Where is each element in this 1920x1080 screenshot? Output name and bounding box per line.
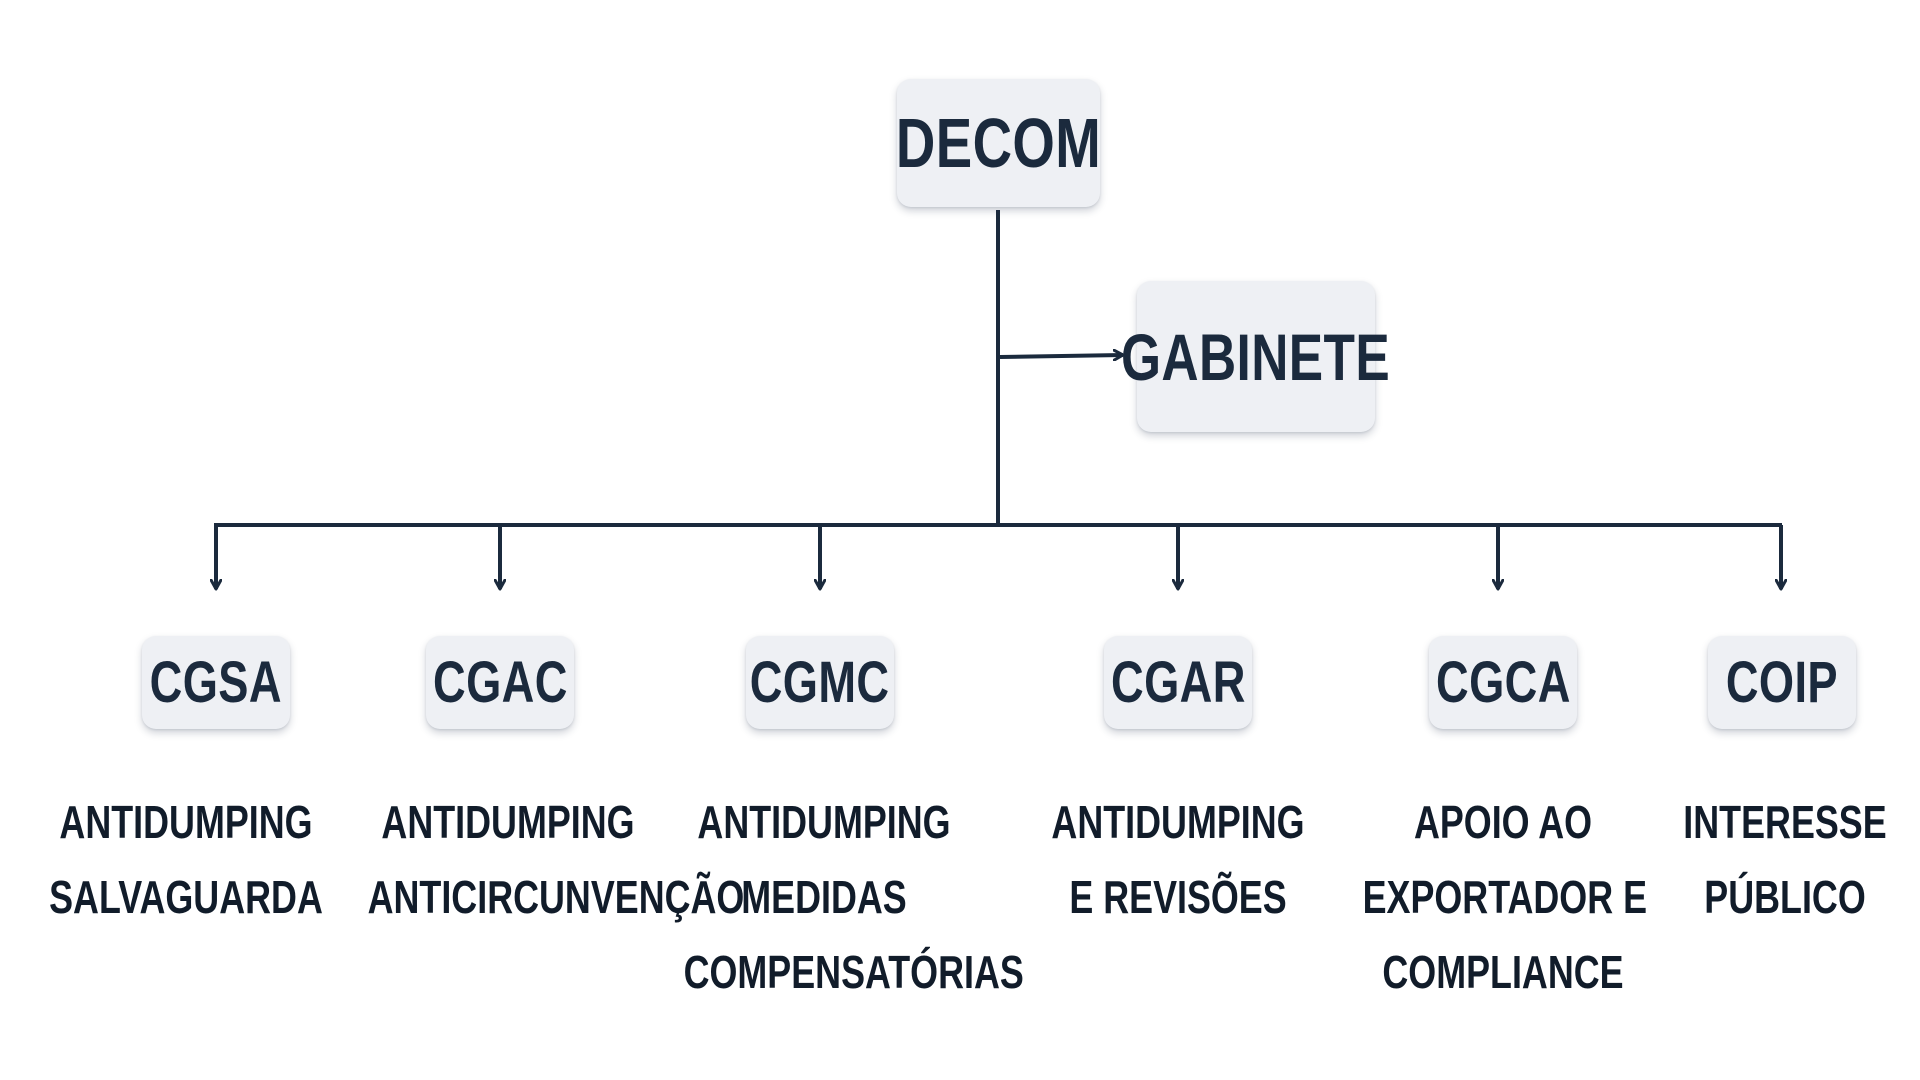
description-line: ANTICIRCUNVENÇÃO	[367, 871, 745, 923]
description-line: EXPORTADOR E	[1362, 871, 1648, 923]
node-cgac: CGAC	[426, 636, 574, 729]
description-line: SALVAGUARDA	[49, 871, 323, 923]
node-cgar-label: CGAR	[1110, 650, 1246, 715]
description-cgca: APOIO AO EXPORTADOR E COMPLIANCE	[1323, 785, 1683, 1010]
description-line: ANTIDUMPING	[697, 796, 951, 848]
node-cgca-label: CGCA	[1435, 650, 1571, 715]
node-cgsa-label: CGSA	[149, 650, 283, 715]
description-cgmc: ANTIDUMPING MEDIDAS COMPENSATÓRIAS	[644, 785, 1024, 1010]
node-cgac-label: CGAC	[432, 650, 568, 715]
description-line: COMPLIANCE	[1382, 946, 1624, 998]
description-coip: INTERESSE PÚBLICO	[1605, 785, 1920, 935]
node-decom-label: DECOM	[895, 104, 1102, 182]
node-decom: DECOM	[895, 79, 1102, 207]
description-line: COMPENSATÓRIAS	[683, 946, 1024, 998]
description-line: APOIO AO	[1413, 796, 1593, 848]
description-cgsa: ANTIDUMPING SALVAGUARDA	[6, 785, 366, 935]
description-line: ANTIDUMPING	[1051, 796, 1305, 848]
node-cgsa: CGSA	[142, 636, 290, 729]
side-branch-arrow	[999, 355, 1123, 357]
description-cgac: ANTIDUMPING ANTICIRCUNVENÇÃO	[328, 785, 745, 935]
description-line: ANTIDUMPING	[59, 796, 313, 848]
node-cgca: CGCA	[1429, 636, 1577, 729]
description-cgar: ANTIDUMPING E REVISÕES	[998, 785, 1358, 935]
node-coip-label: COIP	[1725, 650, 1839, 715]
node-cgmc: CGMC	[746, 636, 894, 729]
description-line: MEDIDAS	[741, 871, 907, 923]
node-gabinete-label: GABINETE	[1121, 319, 1391, 394]
node-coip: COIP	[1708, 636, 1856, 729]
node-gabinete: GABINETE	[1121, 281, 1390, 432]
description-line: E REVISÕES	[1069, 871, 1287, 923]
description-line: INTERESSE	[1683, 796, 1887, 848]
node-cgmc-label: CGMC	[750, 650, 890, 715]
description-line: ANTIDUMPING	[381, 796, 635, 848]
node-cgar: CGAR	[1104, 636, 1252, 729]
description-line: PÚBLICO	[1704, 871, 1866, 923]
